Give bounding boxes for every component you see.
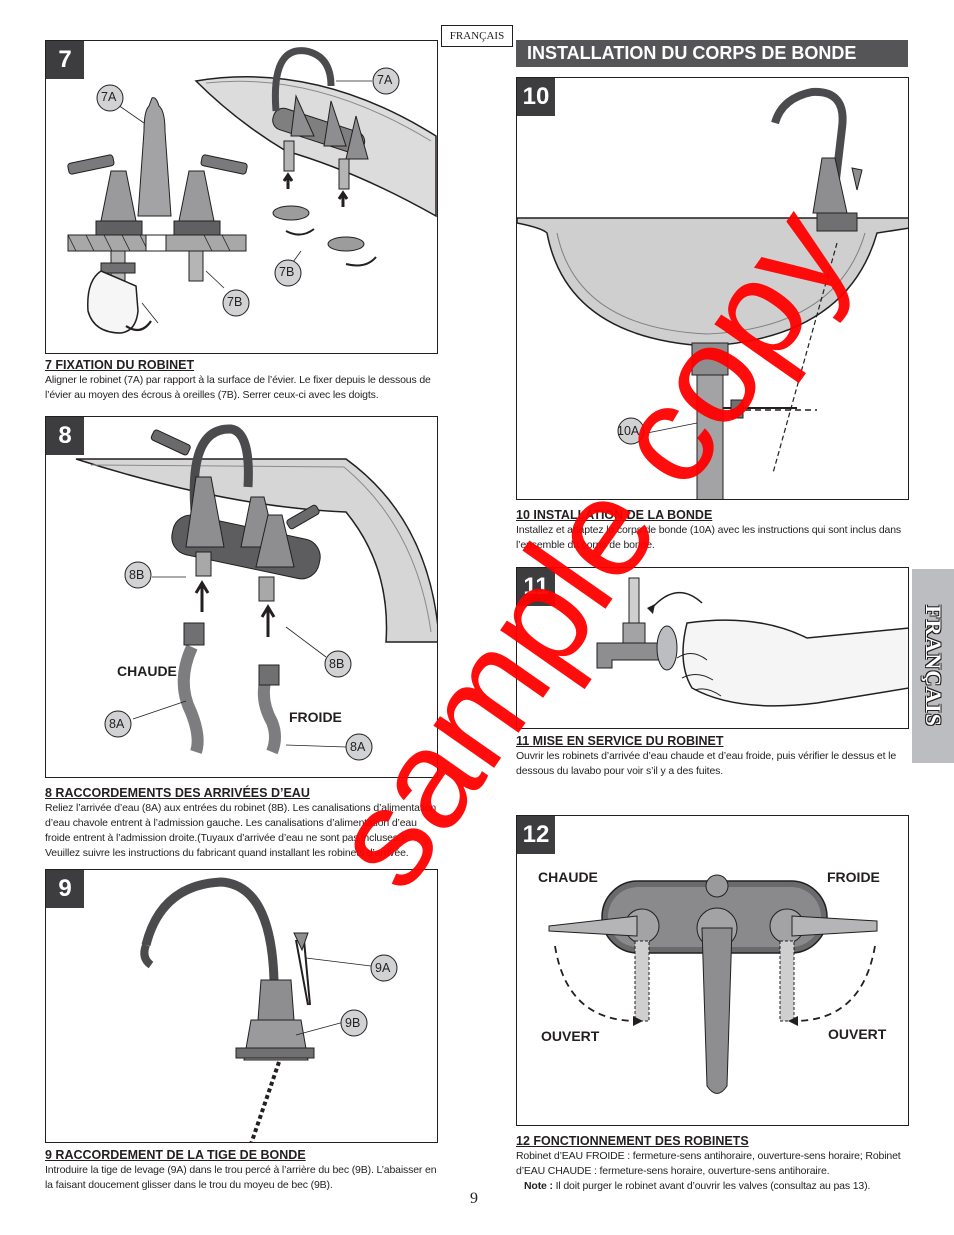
- callout-8a-right: 8A: [350, 740, 366, 754]
- step-11-illustration: [596, 577, 908, 707]
- step-12-badge: 12: [517, 816, 555, 854]
- callout-7a-right: 7A: [377, 73, 393, 87]
- callout-9b: 9B: [345, 1016, 361, 1030]
- step-12-panel: 12 CHAUDE FROIDE OUVERT OUVERT: [516, 815, 909, 1126]
- cold-handle-label: FROIDE: [827, 869, 880, 885]
- step-8-text: Reliez l’arrivée d’eau (8A) aux entrées …: [45, 802, 437, 859]
- step-12-illustration: [548, 874, 878, 1094]
- hot-handle-label: CHAUDE: [538, 869, 598, 885]
- step-9-title: 9 RACCORDEMENT DE LA TIGE DE BONDE: [45, 1148, 306, 1162]
- open-right-label: OUVERT: [828, 1026, 887, 1042]
- note-text: Il doit purger le robinet avant d’ouvrir…: [555, 1180, 871, 1192]
- step-9-panel: 9 9A 9B: [45, 869, 438, 1143]
- callout-7a-left: 7A: [101, 90, 117, 104]
- step-10-panel: 10 10A: [516, 77, 909, 500]
- step-11-title: 11 MISE EN SERVICE DU ROBINET: [516, 734, 724, 748]
- step-12-title: 12 FONCTIONNEMENT DES ROBINETS: [516, 1134, 749, 1148]
- callout-10a: 10A: [617, 424, 640, 438]
- step-10-badge: 10: [517, 78, 555, 116]
- note-label: Note :: [524, 1180, 553, 1192]
- hot-water-label: CHAUDE: [117, 663, 177, 679]
- step-9-illustration: [140, 877, 398, 1142]
- step-7-title: 7 FIXATION DU ROBINET: [45, 358, 195, 372]
- step-11-panel: 11: [516, 567, 909, 729]
- step-8-panel: 8 8B 8B 8A 8A CHAUDE FROIDE: [45, 416, 438, 778]
- step-12-text: Robinet d’EAU FROIDE : fermeture-sens an…: [516, 1150, 901, 1177]
- step-7-text: Aligner le robinet (7A) par rapport à la…: [45, 374, 431, 401]
- step-9-text: Introduire la tige de levage (9A) dans l…: [45, 1164, 437, 1191]
- step-8-title: 8 RACCORDEMENTS DES ARRIVÉES D’EAU: [45, 786, 310, 800]
- step-8-illustration: [75, 424, 437, 761]
- cold-water-label: FROIDE: [289, 709, 342, 725]
- callout-9a: 9A: [375, 961, 391, 975]
- step-11-text: Ouvrir les robinets d’arrivée d’eau chau…: [516, 750, 897, 777]
- step-10-title: 10 INSTALLATION DE LA BONDE: [516, 508, 713, 522]
- language-tag: FRANÇAIS: [441, 25, 513, 47]
- section-header: INSTALLATION DU CORPS DE BONDE: [516, 40, 908, 67]
- step-11-badge: 11: [517, 568, 555, 606]
- step-8-badge: 8: [46, 417, 84, 455]
- step-9-badge: 9: [46, 870, 84, 908]
- step-7-badge: 7: [46, 41, 84, 79]
- step-7-illustration: [67, 47, 437, 334]
- callout-8a-left: 8A: [109, 717, 125, 731]
- open-left-label: OUVERT: [541, 1028, 600, 1044]
- step-12-note: Note : Il doit purger le robinet avant d…: [524, 1179, 914, 1194]
- page-number: 9: [470, 1190, 478, 1207]
- step-10-illustration: [517, 87, 908, 499]
- step-10-text: Installez et adaptez le corps de bonde (…: [516, 524, 902, 551]
- callout-7b-upper: 7B: [279, 265, 295, 279]
- language-side-tab-label: FRANÇAIS: [921, 605, 946, 727]
- step-7-panel: 7 7A 7A 7B 7B: [45, 40, 438, 354]
- callout-8b-upper: 8B: [129, 568, 145, 582]
- callout-7b-lower: 7B: [227, 295, 243, 309]
- callout-8b-lower: 8B: [329, 657, 345, 671]
- language-side-tab: FRANÇAIS: [912, 569, 954, 763]
